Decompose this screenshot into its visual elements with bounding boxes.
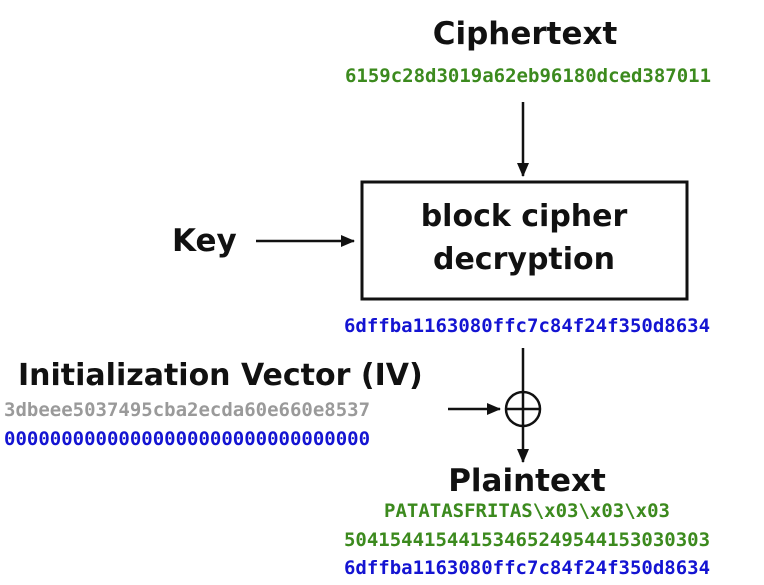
iv-value-blue: 00000000000000000000000000000000 [4, 428, 371, 450]
plaintext-text: PATATASFRITAS\x03\x03\x03 [384, 500, 670, 522]
ciphertext-hex: 6159c28d3019a62eb96180dced387011 [344, 65, 712, 87]
block-cipher-box [360, 180, 689, 301]
block-cipher-line1: block cipher [420, 199, 628, 234]
block-cipher-line2: decryption [432, 242, 616, 277]
xor-circle-plus-icon [504, 390, 542, 428]
decryption-output-hex: 6dffba1163080ffc7c84f24f350d8634 [343, 315, 711, 337]
ciphertext-title: Ciphertext [432, 16, 618, 52]
plaintext-hex: 50415441544153465249544153030303 [343, 529, 711, 551]
plaintext-title: Plaintext [448, 463, 606, 499]
iv-value-gray: 3dbeee5037495cba2ecda60e660e8537 [4, 399, 371, 421]
plaintext-hex-blue: 6dffba1163080ffc7c84f24f350d8634 [343, 557, 711, 579]
iv-title: Initialization Vector (IV) [18, 358, 423, 393]
key-label: Key [172, 223, 237, 259]
